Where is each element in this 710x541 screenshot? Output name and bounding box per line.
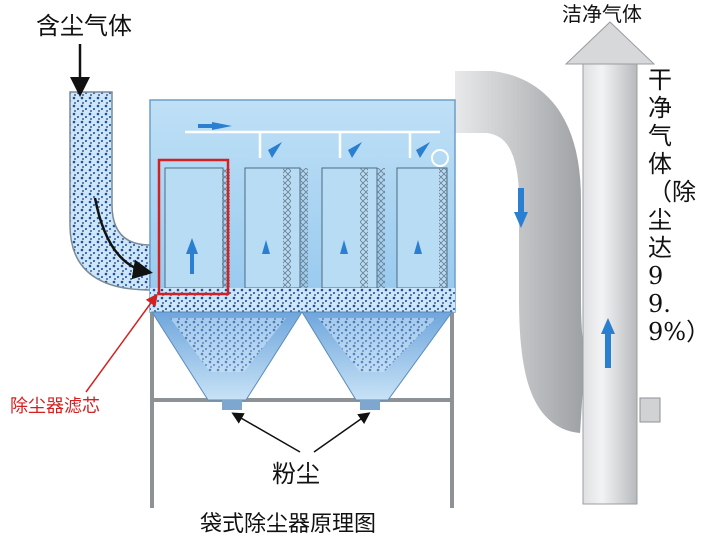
fan-icon: [431, 149, 449, 167]
pointer-arrow-icon: [85, 293, 371, 453]
dust-label: 粉尘: [272, 460, 320, 488]
inlet-pipe: [69, 91, 151, 291]
baghouse-diagram: [69, 21, 661, 508]
chimney-stack: [564, 21, 661, 505]
dust-layer: [150, 288, 455, 312]
inlet-arrow-icon: [70, 44, 153, 280]
inlet-gas-label: 含尘气体: [36, 12, 132, 40]
filter-cartridges: [164, 167, 448, 289]
filter-highlight-box: [157, 158, 230, 296]
outlet-duct: [455, 71, 593, 433]
flow-arrow-icon: [186, 122, 615, 368]
support-frame: [150, 300, 454, 508]
hopper-outlet-right: [360, 400, 380, 410]
filter-core-label: 除尘器滤芯: [10, 396, 100, 417]
hopper-outlet-left: [222, 400, 242, 410]
pulse-manifold: [185, 130, 440, 158]
diagram-caption: 袋式除尘器原理图: [200, 512, 377, 537]
clean-gas-label: 洁净气体: [562, 2, 642, 26]
dry-clean-gas-label: 干净气体（除尘达99.9%）: [648, 66, 710, 346]
